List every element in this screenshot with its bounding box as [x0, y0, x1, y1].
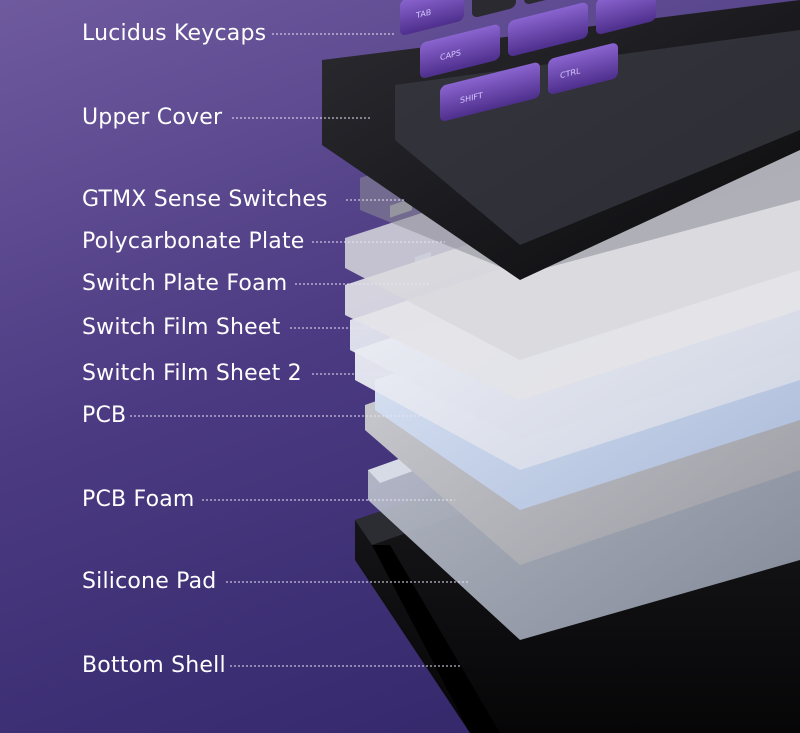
label-bottom-shell: Bottom Shell	[82, 653, 226, 678]
label-gtmx-sense-switches: GTMX Sense Switches	[82, 187, 328, 212]
label-polycarbonate-plate: Polycarbonate Plate	[82, 229, 305, 254]
label-switch-film-sheet: Switch Film Sheet	[82, 315, 281, 340]
keycap-row	[400, 0, 568, 35]
keycap-legend: TAB	[415, 7, 431, 21]
keycap-row	[420, 0, 656, 78]
keycap	[596, 0, 656, 35]
keycap	[420, 24, 500, 78]
keycap	[508, 2, 588, 57]
label-pcb-foam: PCB Foam	[82, 487, 195, 512]
label-switch-film-sheet-2: Switch Film Sheet 2	[82, 361, 302, 386]
keycap	[548, 43, 618, 95]
layer-lucidus-keycaps: TAB CAPS SHIFT CTRL	[400, 0, 656, 121]
keycap	[472, 0, 516, 18]
keycap	[440, 62, 540, 121]
label-switch-plate-foam: Switch Plate Foam	[82, 271, 288, 296]
label-silicone-pad: Silicone Pad	[82, 569, 217, 594]
keycap	[400, 0, 464, 35]
label-pcb: PCB	[82, 403, 127, 428]
keycap-row	[440, 43, 618, 121]
label-upper-cover: Upper Cover	[82, 105, 223, 130]
label-lucidus-keycaps: Lucidus Keycaps	[82, 21, 267, 46]
